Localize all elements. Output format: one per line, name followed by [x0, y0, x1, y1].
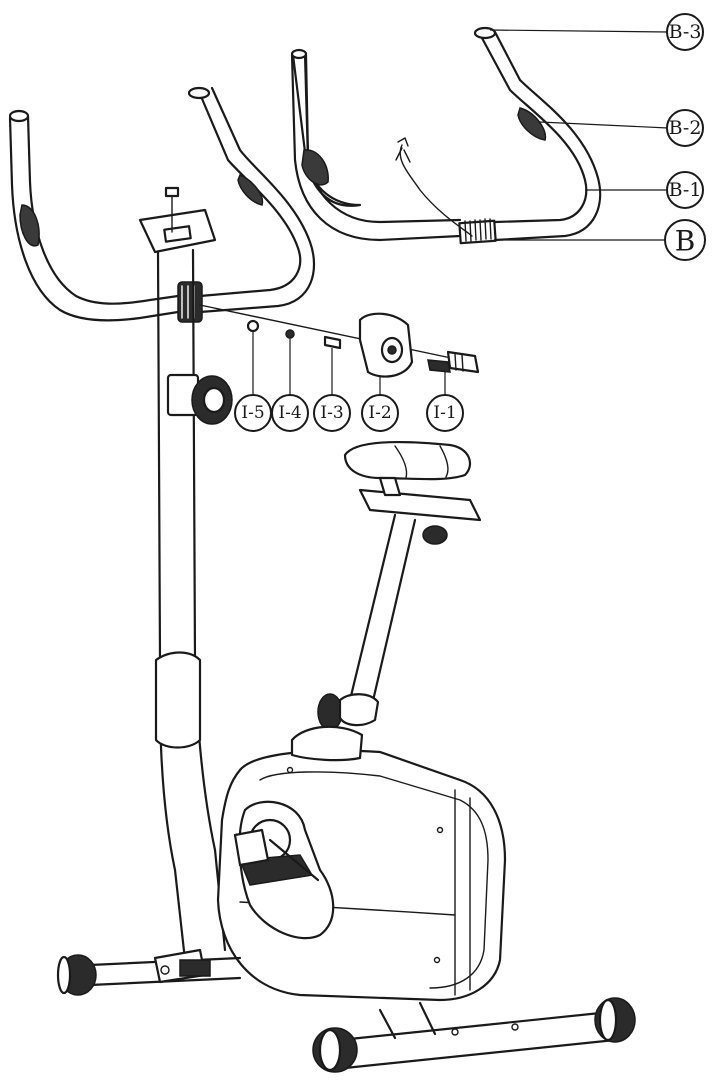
- callout-b1-label: B-1: [669, 179, 702, 201]
- fastener-parts: [199, 304, 480, 378]
- callout-b-label: B: [675, 225, 696, 258]
- handlebar-exploded: [290, 26, 602, 245]
- callout-i1-label: I-1: [433, 403, 456, 423]
- handlebar-post: [154, 248, 233, 962]
- callout-b2: B-2: [666, 109, 704, 147]
- callout-b3-label: B-3: [669, 21, 702, 43]
- callout-i3: I-3: [313, 394, 351, 432]
- frame-housing: [216, 725, 507, 1002]
- handlebar-assembled: [8, 86, 316, 323]
- callout-i5-label: I-5: [241, 403, 264, 423]
- callout-i4: I-4: [271, 394, 309, 432]
- callout-b3: B-3: [666, 13, 704, 51]
- front-stabilizer: [56, 948, 242, 996]
- callout-leaders-i: [252, 331, 446, 395]
- rear-stabilizer: [312, 997, 636, 1073]
- callout-i1: I-1: [426, 394, 464, 432]
- callout-b2-label: B-2: [669, 117, 702, 139]
- callout-i2-label: I-2: [368, 403, 391, 423]
- callout-leaders-b: [489, 29, 669, 241]
- callout-b: B: [664, 219, 706, 261]
- callout-i5: I-5: [234, 394, 272, 432]
- seat-assembly: [317, 440, 482, 731]
- callout-b1: B-1: [666, 171, 704, 209]
- callout-i2: I-2: [361, 394, 399, 432]
- callout-i4-label: I-4: [278, 403, 301, 423]
- callout-i3-label: I-3: [320, 403, 343, 423]
